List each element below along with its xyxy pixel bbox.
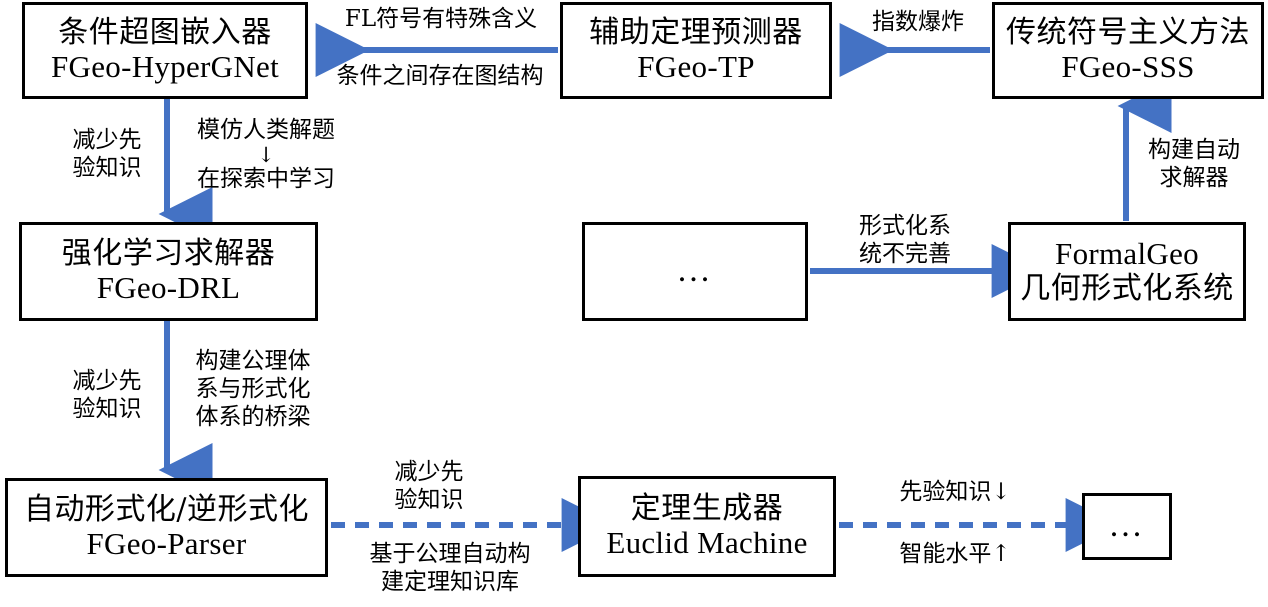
node-ellipsis-middle-dots: ...: [677, 252, 713, 290]
node-formalgeo-en: FormalGeo: [1055, 236, 1199, 272]
edge-label-drl-to-parser-right: 构建公理体 系与形式化 体系的桥梁: [186, 347, 320, 431]
node-formalgeo[interactable]: FormalGeo 几何形式化系统: [1008, 222, 1246, 321]
node-hypergnet-cn: 条件超图嵌入器: [58, 15, 272, 51]
edge-label-formalgeo-to-sss-1: 构建自动: [1148, 137, 1240, 163]
node-fgeo-parser-cn: 自动形式化/逆形式化: [23, 492, 310, 528]
node-formalgeo-cn: 几何形式化系统: [1020, 271, 1234, 307]
edge-label-parser-to-euclid-above-1: 减少先: [394, 459, 464, 485]
node-fgeo-sss-cn: 传统符号主义方法: [1006, 15, 1250, 51]
edge-label-euclid-to-ellipsis-above-text: 先验知识↓: [899, 479, 1011, 505]
node-euclid-machine-en: Euclid Machine: [606, 524, 808, 560]
edge-label-euclid-to-ellipsis-above: 先验知识↓: [880, 478, 1030, 506]
node-fgeo-parser[interactable]: 自动形式化/逆形式化 FGeo-Parser: [5, 478, 328, 577]
node-hypergnet[interactable]: 条件超图嵌入器 FGeo-HyperGNet: [22, 2, 308, 99]
edge-label-hypergnet-to-drl-left-1: 减少先: [72, 127, 142, 153]
edge-label-euclid-to-ellipsis-below: 智能水平↑: [880, 540, 1030, 568]
edge-label-hypergnet-to-drl-left-2: 验知识: [72, 155, 142, 182]
edge-label-parser-to-euclid-below-2: 建定理知识库: [381, 569, 519, 596]
node-hypergnet-en: FGeo-HyperGNet: [50, 48, 280, 84]
edge-label-sss-to-tp-text: 指数爆炸: [872, 9, 964, 35]
node-euclid-machine-cn: 定理生成器: [630, 491, 784, 527]
edge-label-drl-to-parser-left-1: 减少先: [72, 368, 142, 394]
node-euclid-machine[interactable]: 定理生成器 Euclid Machine: [578, 476, 836, 577]
edge-label-formalgeo-to-sss-2: 求解器: [1159, 165, 1229, 192]
edge-label-ellipsis-to-formalgeo: 形式化系 统不完善: [840, 212, 970, 268]
edge-label-drl-to-parser-left: 减少先 验知识: [62, 367, 152, 423]
edge-label-drl-to-parser-right-2: 系与形式化: [195, 376, 311, 403]
edge-label-parser-to-euclid-above: 减少先 验知识: [384, 458, 474, 514]
edge-label-parser-to-euclid-above-2: 验知识: [394, 487, 464, 514]
edge-label-hypergnet-to-drl-left: 减少先 验知识: [62, 126, 152, 182]
edge-label-parser-to-euclid-below: 基于公理自动构 建定理知识库: [341, 540, 559, 596]
node-fgeo-sss-en: FGeo-SSS: [1061, 48, 1195, 84]
node-ellipsis-middle[interactable]: ...: [582, 222, 808, 321]
edge-label-sss-to-tp: 指数爆炸: [848, 8, 988, 36]
node-fgeo-tp-en: FGeo-TP: [637, 48, 755, 84]
edge-label-tp-to-hypergnet-below-text: 条件之间存在图结构: [336, 63, 544, 89]
edge-label-euclid-to-ellipsis-below-text: 智能水平↑: [899, 541, 1011, 567]
edge-label-tp-to-hypergnet-above: FL符号有特殊含义: [324, 5, 558, 33]
node-ellipsis-end[interactable]: ...: [1082, 493, 1172, 560]
edge-label-formalgeo-to-sss: 构建自动 求解器: [1140, 136, 1248, 192]
node-fgeo-drl-cn: 强化学习求解器: [61, 236, 276, 272]
node-fgeo-sss[interactable]: 传统符号主义方法 FGeo-SSS: [992, 2, 1264, 99]
edge-label-hypergnet-to-drl-right: 模仿人类解题 ↓ 在探索中学习: [186, 119, 346, 191]
edge-label-tp-to-hypergnet-below: 条件之间存在图结构: [314, 62, 566, 90]
node-fgeo-parser-en: FGeo-Parser: [86, 525, 247, 561]
edge-label-ellipsis-to-formalgeo-1: 形式化系: [859, 213, 951, 239]
node-ellipsis-end-dots: ...: [1109, 507, 1145, 545]
node-fgeo-tp-cn: 辅助定理预测器: [589, 15, 803, 51]
edge-label-ellipsis-to-formalgeo-2: 统不完善: [859, 241, 951, 268]
edge-label-hypergnet-to-drl-right-1: 模仿人类解题: [197, 117, 335, 143]
edge-label-parser-to-euclid-below-1: 基于公理自动构: [369, 541, 531, 567]
edge-label-hypergnet-to-drl-right-2: 在探索中学习: [197, 166, 335, 193]
down-arrow-icon: ↓: [257, 143, 275, 167]
node-fgeo-tp[interactable]: 辅助定理预测器 FGeo-TP: [560, 2, 832, 99]
edge-label-drl-to-parser-right-3: 体系的桥梁: [195, 404, 311, 431]
edge-label-tp-to-hypergnet-above-text: FL符号有特殊含义: [344, 6, 538, 32]
edge-label-drl-to-parser-left-2: 验知识: [72, 396, 142, 423]
node-fgeo-drl[interactable]: 强化学习求解器 FGeo-DRL: [19, 222, 318, 321]
edge-label-drl-to-parser-right-1: 构建公理体: [195, 348, 311, 374]
node-fgeo-drl-en: FGeo-DRL: [96, 269, 241, 305]
